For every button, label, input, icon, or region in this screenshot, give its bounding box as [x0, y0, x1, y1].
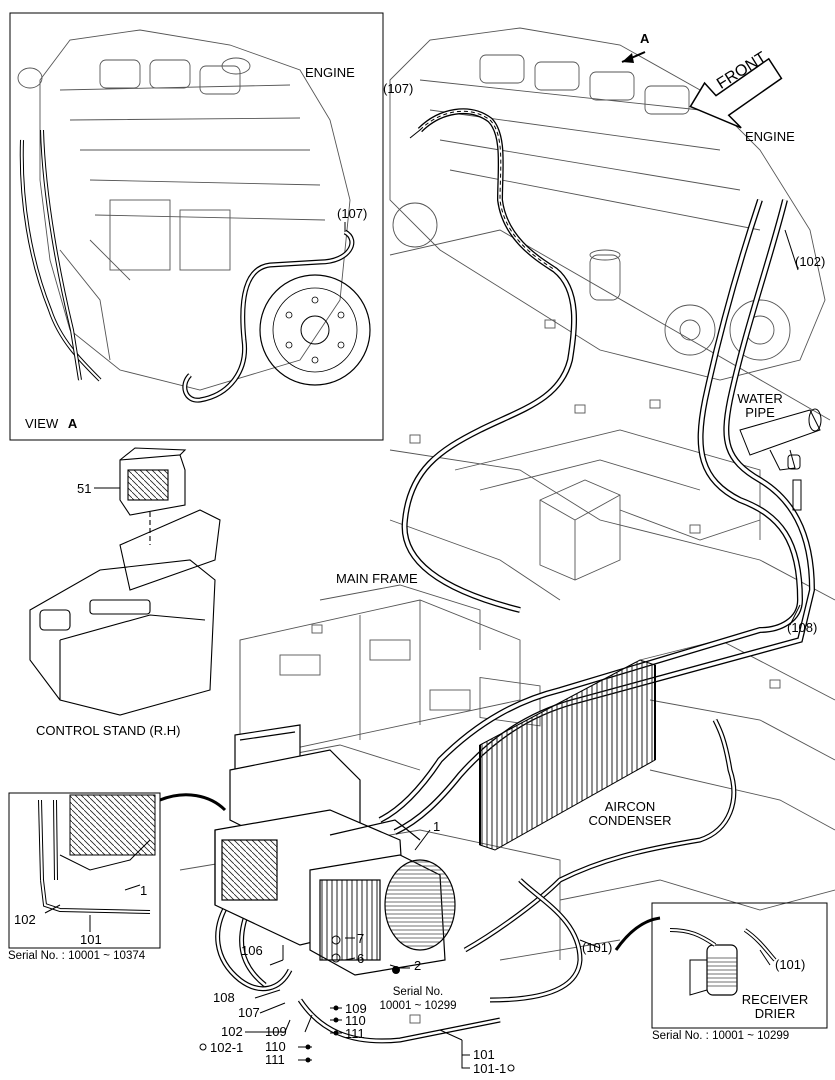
part-51: 51	[77, 481, 92, 496]
callout-1: 1	[433, 819, 441, 834]
callout-2: 2	[414, 958, 422, 973]
callout-7: 7	[357, 931, 365, 946]
inset-left-serial: Serial No. : 10001 ~ 10374	[8, 950, 146, 962]
main-frame-label: MAIN FRAME	[336, 571, 418, 586]
callout-110-a: 110	[265, 1039, 286, 1054]
view-arrow-letter-text: A	[640, 31, 650, 46]
front-arrow	[689, 57, 783, 129]
callout-101: 101	[473, 1047, 495, 1062]
control-stand-drawing	[29, 447, 221, 716]
callout-106: 106	[241, 943, 263, 958]
receiver-line2: DRIER	[754, 1006, 796, 1021]
receiver-line1: RECEIVER	[741, 992, 809, 1007]
inset-left-part-101: 101	[80, 932, 102, 947]
inset-right-box	[651, 902, 828, 1029]
unit-serial-note: Serial No. 10001 ~ 10299	[368, 985, 468, 1013]
leader-lines	[44, 129, 801, 1069]
unit-serial-line1: Serial No.	[392, 986, 444, 998]
main-engine	[389, 27, 826, 381]
view-label: VIEW	[25, 416, 59, 431]
view-a-part-107: (107)	[337, 206, 368, 221]
inset-left-part-102: 102	[14, 912, 36, 927]
control-stand-label: CONTROL STAND (R.H)	[36, 723, 181, 738]
unit-serial-line2: 10001 ~ 10299	[379, 1000, 457, 1012]
inset-right-part-101: (101)	[775, 957, 806, 972]
main-part-102: (102)	[795, 254, 826, 269]
fasteners	[199, 935, 515, 1072]
view-letter: A	[67, 416, 78, 431]
water-pipe	[739, 408, 822, 511]
receiver-drier-label: RECEIVER DRIER	[735, 993, 815, 1021]
inset-left-part-1: 1	[140, 883, 148, 898]
hvac-unit	[214, 724, 456, 976]
aircon-condenser	[479, 659, 656, 851]
water-pipe-line2: PIPE	[745, 405, 775, 420]
aircon-condenser-label: AIRCON CONDENSER	[575, 800, 685, 828]
callout-102-1-text: 102-1	[210, 1040, 244, 1055]
callout-102-1: 102-1	[210, 1041, 243, 1055]
water-pipe-line1: WATER	[737, 391, 783, 406]
main-engine-label: ENGINE	[745, 129, 795, 144]
water-pipe-label: WATER PIPE	[730, 392, 790, 420]
inset-right-serial: Serial No. : 10001 ~ 10299	[652, 1030, 790, 1042]
callout-102: 102	[221, 1024, 243, 1039]
main-part-101: (101)	[582, 940, 613, 955]
callout-109-b: 109	[345, 1001, 367, 1016]
callout-6: 6	[357, 951, 365, 966]
callout-101-1: 101-1	[473, 1061, 507, 1076]
aircon-line1: AIRCON	[604, 799, 656, 814]
callout-111-b: 111	[345, 1026, 365, 1041]
callout-109-a: 109	[265, 1024, 287, 1039]
main-part-108: (108)	[787, 620, 818, 635]
view-a-engine-label: ENGINE	[305, 65, 355, 80]
view-arrow-letter: A	[640, 32, 649, 46]
aircon-line2: CONDENSER	[588, 813, 672, 828]
main-part-107: (107)	[383, 81, 414, 96]
view-a-caption: VIEW A	[25, 417, 77, 431]
callout-110-b: 110	[345, 1013, 366, 1028]
callout-107: 107	[238, 1005, 260, 1020]
callout-111-a: 111	[265, 1052, 285, 1067]
view-a-panel	[9, 12, 384, 441]
inset-left-box	[8, 792, 161, 949]
callout-108: 108	[213, 990, 235, 1005]
